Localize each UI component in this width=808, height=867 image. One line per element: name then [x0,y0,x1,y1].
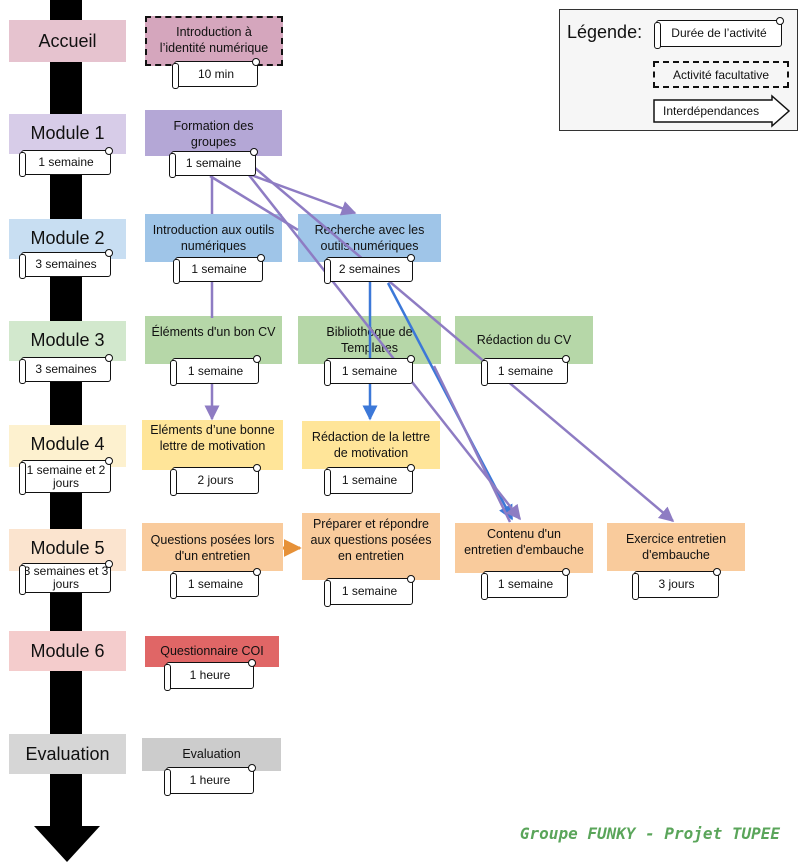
duration-intro-outils: 1 semaine [173,254,265,284]
duration-bibliotheque-templates: 1 semaine [324,355,415,386]
activity-questions-entretien: Questions posées lors d'un entretien [142,523,283,571]
module-3-duration: 3 semaines [19,354,113,384]
duration-exercice-entretien: 3 jours [632,568,721,600]
activity-intro-identite: Introduction à l’identité numérique [145,16,283,66]
duration-redaction-cv: 1 semaine [481,355,570,386]
activity-preparer-questions: Préparer et répondre aux questions posée… [302,513,440,580]
module-6: Module 6 [9,631,126,671]
module-2-duration: 3 semaines [19,249,113,279]
duration-redaction-lettre: 1 semaine [324,464,415,496]
arrow-formation-to-exercice [254,167,675,522]
activity-formation-groupes: Formation des groupes [145,110,282,156]
arrow-formation-to-bibliotheque [209,174,299,232]
legend-optional-sample: Activité facultative [653,61,789,88]
module-1-duration: 1 semaine [19,147,113,177]
activity-intro-outils: Introduction aux outils numériques [145,214,282,262]
arrow-bibliotheque-to-contenu [432,365,512,523]
arrow-formation-to-contenu-entretien [244,169,521,521]
duration-elements-cv: 1 semaine [170,355,261,386]
duration-preparer-questions: 1 semaine [324,575,415,607]
activity-exercice-entretien: Exercice entretien d'embauche [607,523,745,571]
duration-intro-identite: 10 min [172,58,260,89]
activity-questionnaire-coi: Questionnaire COI [145,636,279,667]
duration-recherche-outils: 2 semaines [324,254,415,284]
duration-formation-groupes: 1 semaine [169,148,258,178]
legend-duration-sample: Durée de l’activité [654,17,784,49]
activity-evaluation: Evaluation [142,738,281,771]
duration-evaluation: 1 heure [164,764,256,796]
duration-questions-entretien: 1 semaine [170,568,261,599]
duration-elements-lettre: 2 jours [170,464,261,496]
legend-dependencies-label: Interdépendances [663,104,760,118]
activity-redaction-lettre: Rédaction de la lettre de motivation [302,421,440,469]
activity-recherche-outils: Recherche avec les outils numériques [298,214,441,262]
duration-questionnaire-coi: 1 heure [164,659,256,691]
module-4-duration: 1 semaine et 2 jours [19,457,113,495]
footer-credit: Groupe FUNKY - Projet TUPEE [519,824,780,843]
activity-contenu-entretien: Contenu d'un entretien d'embauche [455,523,593,573]
module-evaluation: Evaluation [9,734,126,774]
legend-title: Légende: [567,22,643,42]
activity-elements-lettre: Eléments d’une bonne lettre de motivatio… [142,420,283,470]
timeline-arrow-head [34,826,100,862]
duration-contenu-entretien: 1 semaine [481,568,570,600]
module-5-duration: 3 semaines et 3 jours [19,560,113,595]
module-accueil: Accueil [9,20,126,62]
